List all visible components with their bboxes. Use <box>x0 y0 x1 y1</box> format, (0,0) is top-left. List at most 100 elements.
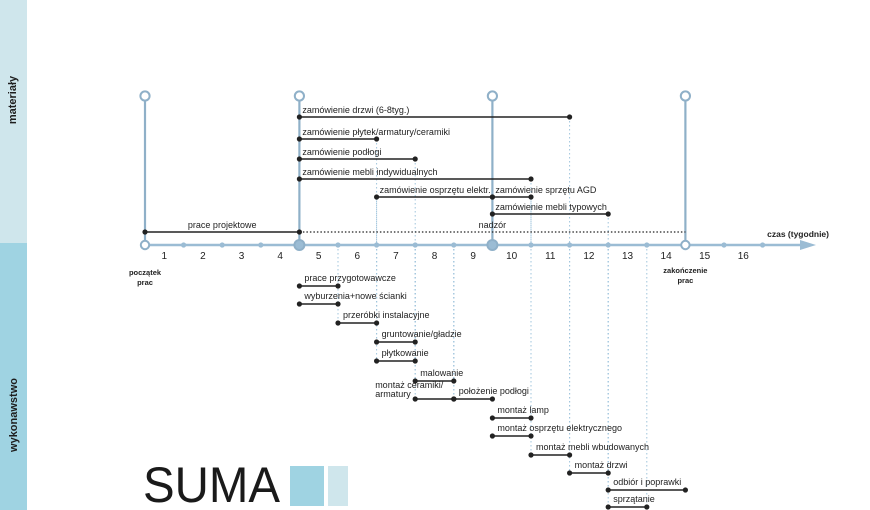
work-bar-end-dot <box>335 283 341 289</box>
milestone-axis-circle <box>486 239 499 251</box>
material-bar-end-dot <box>528 194 534 200</box>
material-bar-start-dot <box>489 211 495 217</box>
end-label: prac <box>677 276 693 285</box>
logo-square-light <box>328 466 348 506</box>
axis-week-dot <box>567 242 573 248</box>
work-label: przeróbki instalacyjne <box>343 310 430 320</box>
work-label: armatury <box>375 389 411 399</box>
axis-week-dot <box>335 242 341 248</box>
guide-lines <box>337 117 648 507</box>
milestone-axis-circle <box>139 239 151 251</box>
work-bar-start-dot <box>412 396 418 402</box>
week-label: 3 <box>239 251 245 262</box>
week-label: 13 <box>622 251 634 262</box>
work-label: gruntowanie/gładzie <box>382 329 462 339</box>
work-bar-start-dot <box>296 283 302 289</box>
end-label: zakończenie <box>663 266 707 275</box>
work-bar-start-dot <box>567 470 573 476</box>
work-bar-end-dot <box>335 301 341 307</box>
week-label: 15 <box>699 251 711 262</box>
material-label: zamówienie drzwi (6-8tyg.) <box>302 105 409 115</box>
material-label: zamówienie mebli typowych <box>495 202 607 212</box>
phase-line-start-dot <box>142 229 148 235</box>
axis-title: czas (tygodnie) <box>767 229 829 239</box>
work-label: wyburzenia+nowe ścianki <box>303 291 406 301</box>
milestone-top-circle <box>679 90 692 102</box>
work-bar-start-dot <box>528 452 534 458</box>
week-label: 6 <box>355 251 361 262</box>
week-label: 2 <box>200 251 206 262</box>
material-bar-end-dot <box>374 136 380 142</box>
work-bar-end-dot <box>374 320 380 326</box>
work-bar-end-dot <box>567 452 573 458</box>
material-bar-start-dot <box>296 176 302 182</box>
axis-week-dot <box>451 242 457 248</box>
material-bar-start-dot <box>489 194 495 200</box>
material-bar-end-dot <box>605 211 611 217</box>
week-label: 8 <box>432 251 438 262</box>
week-label: 4 <box>277 251 283 262</box>
work-bar-start-dot <box>374 339 380 345</box>
week-label: 11 <box>545 251 556 262</box>
logo-wordmark: SUMA <box>143 457 281 510</box>
week-label: 7 <box>393 251 399 262</box>
phase-label: prace projektowe <box>188 220 257 230</box>
material-bar-start-dot <box>296 114 302 120</box>
work-label: płytkowanie <box>382 348 429 358</box>
axis-week-dot <box>219 242 225 248</box>
start-label: początek <box>129 268 162 277</box>
work-bar-end-dot <box>528 433 534 439</box>
work-label: prace przygotowawcze <box>304 273 396 283</box>
milestone-axis-circle <box>293 239 306 251</box>
material-label: zamówienie osprzętu elektr. <box>380 185 491 195</box>
work-bar-start-dot <box>489 415 495 421</box>
week-label: 12 <box>583 251 595 262</box>
week-label: 10 <box>506 251 518 262</box>
work-bar-start-dot <box>335 320 341 326</box>
material-label: zamówienie sprzętu AGD <box>495 185 597 195</box>
work-label: montaż ceramiki/ <box>375 380 444 390</box>
axis-week-dot <box>721 242 727 248</box>
axis-week-dot <box>181 242 187 248</box>
work-bar-start-dot <box>296 301 302 307</box>
milestone-top-circle <box>139 90 151 102</box>
work-label: montaż osprzętu elektrycznego <box>497 423 622 433</box>
material-bar-start-dot <box>296 156 302 162</box>
week-label: 14 <box>661 251 673 262</box>
work-bar-start-dot <box>605 504 611 510</box>
material-label: zamówienie płytek/armatury/ceramiki <box>302 127 450 137</box>
work-bar-start-dot <box>605 487 611 493</box>
material-bar-end-dot <box>528 176 534 182</box>
work-label: odbiór i poprawki <box>613 477 681 487</box>
work-label: montaż lamp <box>497 405 549 415</box>
axis-week-dot <box>644 242 650 248</box>
task-bars: zamówienie drzwi (6-8tyg.) zamówienie pły… <box>142 105 689 510</box>
axis-week-dot <box>760 242 766 248</box>
axis-week-dot <box>528 242 534 248</box>
work-label: położenie podłogi <box>459 386 529 396</box>
work-label: montaż drzwi <box>575 460 628 470</box>
work-label: sprzątanie <box>613 494 655 504</box>
work-bar-start-dot <box>489 433 495 439</box>
work-bar-end-dot <box>644 504 650 510</box>
suma-logo: SUMA <box>143 457 348 510</box>
sidebar-works-band <box>0 243 27 510</box>
work-bar-end-dot <box>489 396 495 402</box>
material-bar-end-dot <box>567 114 573 120</box>
week-label: 5 <box>316 251 322 262</box>
milestone-top-circle <box>486 90 498 102</box>
milestone-markers <box>139 90 692 245</box>
logo-square-dark <box>290 466 324 506</box>
sidebar-materials-band <box>0 0 27 243</box>
work-bar-end-dot <box>682 487 689 493</box>
milestone-axis-circle <box>680 239 691 251</box>
axis-arrow-icon <box>800 240 816 250</box>
work-bar-end-dot <box>528 415 534 421</box>
work-bar-start-dot <box>451 396 457 402</box>
work-bar-end-dot <box>605 470 611 476</box>
week-label: 1 <box>162 251 168 262</box>
material-label: zamówienie podłogi <box>302 147 381 157</box>
week-label: 16 <box>738 251 750 262</box>
